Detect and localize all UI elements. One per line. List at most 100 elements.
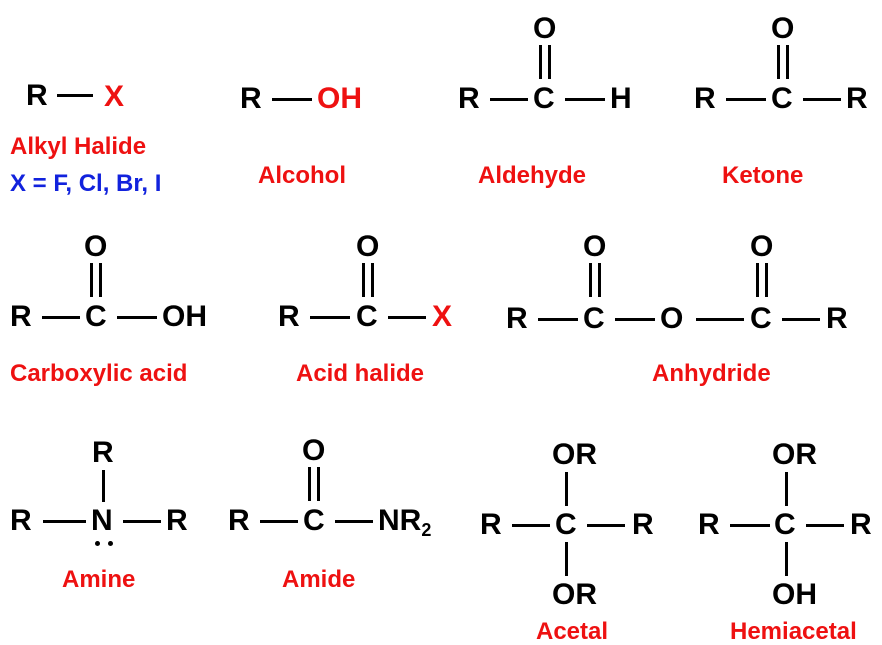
atom-r: R <box>278 300 300 333</box>
single-bond <box>565 98 605 101</box>
single-bond <box>538 318 578 321</box>
atom-o: O <box>84 230 108 263</box>
single-bond <box>102 470 105 502</box>
atom-or: OR <box>552 578 597 611</box>
single-bond <box>696 318 744 321</box>
atom-r: R <box>694 82 716 115</box>
atom-r: R <box>228 504 250 537</box>
atom-r: R <box>166 504 188 537</box>
double-bond-line <box>317 467 320 501</box>
atom-c: C <box>771 82 793 115</box>
label-carboxylic-acid: Carboxylic acid <box>10 360 188 387</box>
label-alcohol: Alcohol <box>258 162 346 189</box>
label-ketone: Ketone <box>722 162 804 189</box>
single-bond <box>803 98 841 101</box>
single-bond <box>565 472 568 506</box>
single-bond <box>565 542 568 576</box>
label-alkyl-halide: Alkyl Halide <box>10 133 147 160</box>
atom-oh: OH <box>317 82 362 115</box>
label-halogen-list: X = F, Cl, Br, I <box>10 170 162 197</box>
atom-r: R <box>506 302 528 335</box>
atom-r: R <box>632 508 654 541</box>
double-bond-line <box>548 45 551 79</box>
atom-r: R <box>480 508 502 541</box>
atom-r: R <box>10 300 32 333</box>
double-bond-line <box>756 263 759 297</box>
atom-x-halogen: X <box>104 80 125 113</box>
atom-or: OR <box>772 438 817 471</box>
double-bond-line <box>90 263 93 297</box>
atom-nr2: NR2 <box>378 504 432 540</box>
atom-r: R <box>846 82 868 115</box>
double-bond-line <box>308 467 311 501</box>
double-bond-line <box>589 263 592 297</box>
single-bond <box>587 524 625 527</box>
double-bond-line <box>539 45 542 79</box>
atom-c: C <box>356 300 378 333</box>
label-aldehyde: Aldehyde <box>478 162 587 189</box>
atom-h: H <box>610 82 632 115</box>
atom-x-halogen: X <box>432 300 453 333</box>
single-bond <box>512 524 550 527</box>
atom-r: R <box>826 302 848 335</box>
atom-c: C <box>583 302 605 335</box>
atom-c: C <box>774 508 796 541</box>
label-acetal: Acetal <box>536 618 609 645</box>
double-bond-line <box>362 263 365 297</box>
lone-pair-dot <box>108 541 113 546</box>
atom-o: O <box>771 12 795 45</box>
atom-oh: OH <box>772 578 817 611</box>
single-bond <box>272 98 312 101</box>
atom-o: O <box>533 12 557 45</box>
single-bond <box>806 524 844 527</box>
atom-o: O <box>750 230 774 263</box>
single-bond <box>785 472 788 506</box>
atom-c: C <box>555 508 577 541</box>
atom-r: R <box>240 82 262 115</box>
atom-c: C <box>750 302 772 335</box>
atom-n: N <box>91 504 113 537</box>
single-bond <box>615 318 655 321</box>
atom-r: R <box>92 436 114 469</box>
atom-r: R <box>10 504 32 537</box>
atom-r: R <box>850 508 872 541</box>
single-bond <box>785 542 788 576</box>
atom-o: O <box>583 230 607 263</box>
label-acid-halide: Acid halide <box>296 360 425 387</box>
double-bond-line <box>777 45 780 79</box>
label-amine: Amine <box>62 566 136 593</box>
single-bond <box>335 520 373 523</box>
atom-or: OR <box>552 438 597 471</box>
double-bond-line <box>765 263 768 297</box>
single-bond <box>730 524 770 527</box>
atom-oh: OH <box>162 300 207 333</box>
single-bond <box>490 98 528 101</box>
single-bond <box>123 520 161 523</box>
atom-r: R <box>458 82 480 115</box>
double-bond-line <box>99 263 102 297</box>
single-bond <box>726 98 766 101</box>
atom-o: O <box>356 230 380 263</box>
double-bond-line <box>598 263 601 297</box>
lone-pair-dot <box>95 541 100 546</box>
single-bond <box>57 94 93 97</box>
atom-o: O <box>660 302 684 335</box>
atom-c: C <box>303 504 325 537</box>
label-hemiacetal: Hemiacetal <box>730 618 857 645</box>
atom-c: C <box>85 300 107 333</box>
single-bond <box>310 316 350 319</box>
single-bond <box>117 316 157 319</box>
single-bond <box>260 520 298 523</box>
atom-c: C <box>533 82 555 115</box>
subscript-2: 2 <box>421 520 432 540</box>
atom-r: R <box>26 79 48 112</box>
single-bond <box>43 520 86 523</box>
label-amide: Amide <box>282 566 356 593</box>
atom-r: R <box>698 508 720 541</box>
label-anhydride: Anhydride <box>652 360 771 387</box>
single-bond <box>42 316 80 319</box>
single-bond <box>782 318 820 321</box>
single-bond <box>388 316 426 319</box>
double-bond-line <box>786 45 789 79</box>
